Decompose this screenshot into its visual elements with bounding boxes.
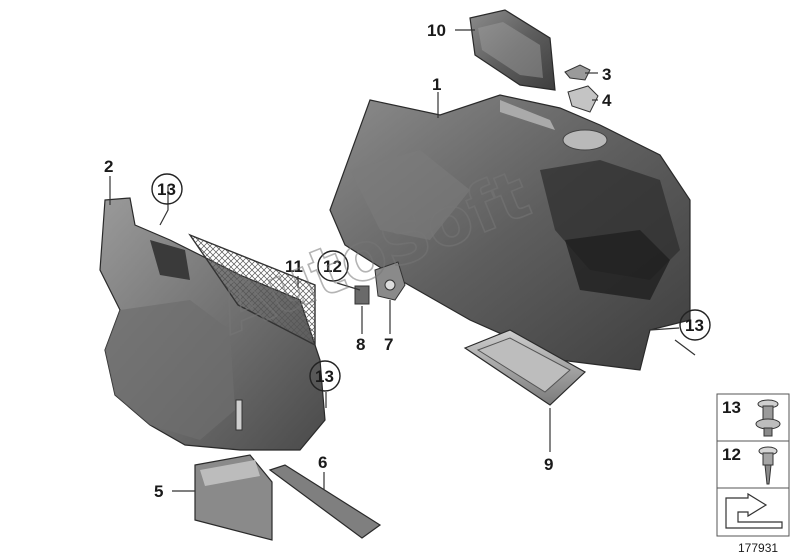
callout-7: 7 [384,335,393,354]
part-7-hook [374,261,406,301]
callout-6: 6 [318,453,327,472]
part-8-clip [354,285,370,305]
callout-13-a: 13 [157,180,176,199]
fastener-legend: 13 12 [716,393,790,537]
legend-label-13: 13 [722,398,741,417]
part-10-cover [469,9,556,91]
part-6-strip [268,464,382,539]
callout-13-b: 13 [315,367,334,386]
part-1-right-trim-panel [329,94,691,371]
callout-9: 9 [544,455,553,474]
part-4-clip [567,85,599,113]
callout-3: 3 [602,65,611,84]
legend-label-12: 12 [722,445,741,464]
part-2-left-trim-panel [99,197,326,451]
callout-11: 11 [285,257,303,276]
leader-lines [109,29,696,492]
drawing-number: 177931 [738,541,778,555]
callouts: 1 2 3 4 5 6 7 8 9 10 11 12 13 13 13 [104,21,711,501]
callout-2: 2 [104,157,113,176]
callout-5: 5 [154,482,163,501]
part-3-clip [564,64,591,81]
callout-1: 1 [432,75,441,94]
callout-4: 4 [602,91,612,110]
callout-12: 12 [323,257,342,276]
arrow-icon [725,492,783,529]
expanding-rivet-icon [755,399,781,437]
part-5-support [194,454,273,541]
part-9-tray [463,329,587,406]
part-11-luggage-net [188,233,316,347]
callout-13-c: 13 [685,316,704,335]
callout-10: 10 [427,21,446,40]
screw-clip-icon [758,446,778,485]
callout-8: 8 [356,335,365,354]
